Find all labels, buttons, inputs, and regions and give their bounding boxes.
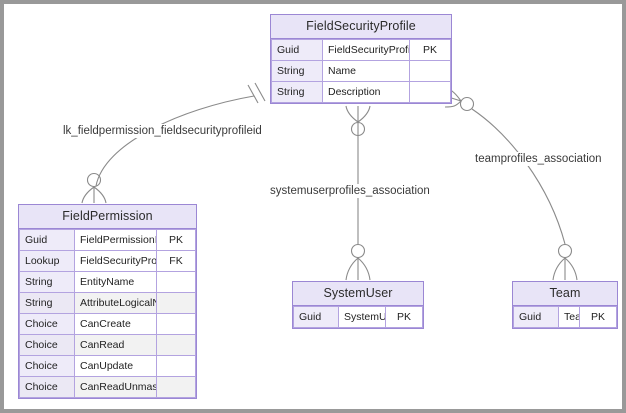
connector-team[interactable] [471,108,566,245]
table-row[interactable]: String Name [271,60,451,82]
attribute-name: FieldSecurityProfileId [322,39,410,61]
attribute-key [156,376,196,398]
cardinality-circle-fieldpermission [86,172,102,188]
attribute-name: EntityName [74,271,157,293]
table-row[interactable]: Lookup FieldSecurityProfileId FK [19,250,196,272]
attribute-name: CanReadUnmasked [74,376,157,398]
entity-title-systemuser: SystemUser [293,282,423,306]
table-row[interactable]: Guid SystemUserId PK [293,306,423,328]
attribute-key: PK [579,306,617,328]
table-row[interactable]: String AttributeLogicalName [19,292,196,314]
table-row[interactable]: Choice CanUpdate [19,355,196,377]
attribute-table-team: Guid TeamID PK [513,306,617,328]
entity-team[interactable]: Team Guid TeamID PK [512,281,618,329]
attribute-key: PK [385,306,423,328]
table-row[interactable]: Choice CanReadUnmasked [19,376,196,398]
attribute-table-fieldsecurityprofile: Guid FieldSecurityProfileId PK String Na… [271,39,451,103]
attribute-type: Guid [19,229,75,251]
entity-title-fieldsecurityprofile: FieldSecurityProfile [271,15,451,39]
attribute-key [156,271,196,293]
table-row[interactable]: Choice CanCreate [19,313,196,335]
entity-title-team: Team [513,282,617,306]
attribute-name: AttributeLogicalName [74,292,157,314]
attribute-name: Description [322,81,410,103]
cardinality-circle-su [350,243,366,259]
attribute-type: Choice [19,334,75,356]
attribute-type: Guid [271,39,323,61]
crowsfoot-right-su [357,257,371,281]
relationship-label-fieldpermission[interactable]: lk_fieldpermission_fieldsecurityprofilei… [61,124,264,138]
table-row[interactable]: Guid FieldPermissionId PK [19,229,196,251]
attribute-table-systemuser: Guid SystemUserId PK [293,306,423,328]
table-row[interactable]: Guid TeamID PK [513,306,617,328]
entity-fieldsecurityprofile[interactable]: FieldSecurityProfile Guid FieldSecurityP… [270,14,452,104]
crowsfoot-left-fsp-su [345,105,359,123]
crowsfoot-left-tm [552,257,566,281]
cardinality-circle-fsp-tm [459,96,475,112]
attribute-key: PK [156,229,196,251]
crowsfoot-right-fsp-su [357,105,371,123]
attribute-name: CanCreate [74,313,157,335]
attribute-type: Choice [19,355,75,377]
attribute-key: PK [409,39,451,61]
crowsfoot-right-fp [93,186,107,204]
attribute-name: FieldSecurityProfileId [74,250,157,272]
attribute-type: String [271,60,323,82]
attribute-key [156,292,196,314]
attribute-name: CanRead [74,334,157,356]
attribute-key [156,334,196,356]
attribute-key [156,355,196,377]
attribute-type: String [19,292,75,314]
entity-title-fieldpermission: FieldPermission [19,205,196,229]
attribute-type: String [271,81,323,103]
attribute-type: Lookup [19,250,75,272]
attribute-name: Name [322,60,410,82]
crowsfoot-right-tm [564,257,578,281]
relationship-label-team[interactable]: teamprofiles_association [473,152,604,166]
crowsfoot-left-su [345,257,359,281]
attribute-type: Guid [293,306,339,328]
entity-systemuser[interactable]: SystemUser Guid SystemUserId PK [292,281,424,329]
attribute-name: CanUpdate [74,355,157,377]
attribute-name: SystemUserId [338,306,386,328]
attribute-name: FieldPermissionId [74,229,157,251]
attribute-key [409,81,451,103]
connector-fieldpermission[interactable] [95,95,255,187]
attribute-type: Choice [19,376,75,398]
attribute-type: Choice [19,313,75,335]
attribute-table-fieldpermission: Guid FieldPermissionId PK Lookup FieldSe… [19,229,196,398]
attribute-type: String [19,271,75,293]
attribute-name: TeamID [558,306,580,328]
cardinality-tick-inner [254,82,266,102]
table-row[interactable]: Guid FieldSecurityProfileId PK [271,39,451,61]
table-row[interactable]: String Description [271,81,451,103]
table-row[interactable]: Choice CanRead [19,334,196,356]
crowsfoot-left-fp [81,186,95,204]
attribute-type: Guid [513,306,559,328]
attribute-key: FK [156,250,196,272]
attribute-key [156,313,196,335]
attribute-key [409,60,451,82]
cardinality-circle-fsp-su [350,121,366,137]
cardinality-circle-tm [557,243,573,259]
entity-fieldpermission[interactable]: FieldPermission Guid FieldPermissionId P… [18,204,197,399]
table-row[interactable]: String EntityName [19,271,196,293]
diagram-canvas[interactable]: FieldSecurityProfile Guid FieldSecurityP… [4,4,622,409]
cardinality-tick-outer [247,84,259,104]
relationship-label-systemuser[interactable]: systemuserprofiles_association [268,184,432,198]
